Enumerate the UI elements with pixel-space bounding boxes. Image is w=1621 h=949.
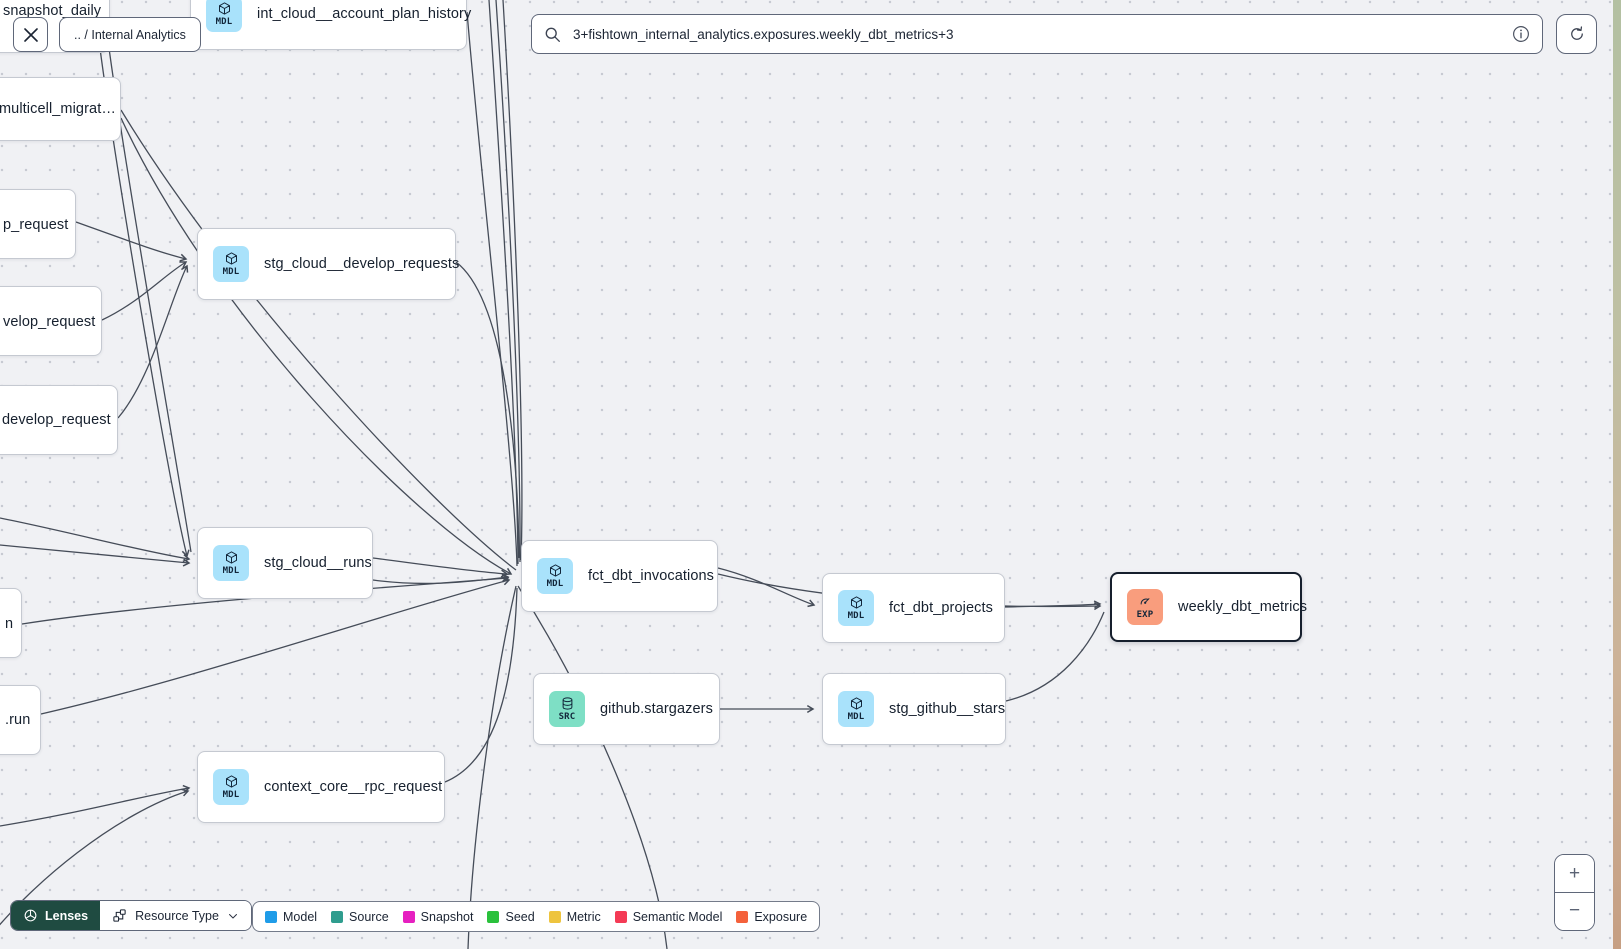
metric-swatch [548, 910, 561, 923]
zoom-in-button[interactable]: + [1555, 855, 1594, 893]
legend: Model Source Snapshot Seed Metric Semant… [252, 901, 821, 932]
node-develop-request[interactable]: develop_request [0, 385, 118, 455]
node-p-request[interactable]: p_request [0, 189, 76, 259]
node-velop-request[interactable]: velop_request [0, 286, 102, 356]
chevron-down-icon [228, 913, 237, 918]
legend-item-model: Model [265, 910, 317, 924]
model-badge: MDL [838, 590, 874, 626]
seed-swatch [487, 910, 500, 923]
node-weekly-dbt-metrics[interactable]: EXP weekly_dbt_metrics [1110, 572, 1307, 642]
legend-item-semantic-model: Semantic Model [614, 910, 722, 924]
plus-icon: + [1568, 862, 1581, 884]
resource-type-button[interactable]: Resource Type [100, 901, 251, 930]
close-icon [23, 27, 38, 42]
node-stg-cloud-runs[interactable]: MDL stg_cloud__runs [197, 527, 373, 599]
search-icon [545, 27, 560, 42]
legend-item-seed: Seed [487, 910, 535, 924]
legend-item-exposure: Exposure [736, 910, 807, 924]
resource-type-icon [113, 909, 126, 922]
info-icon[interactable] [1512, 25, 1530, 43]
refresh-icon [1570, 26, 1583, 40]
cube-icon [218, 2, 230, 15]
model-badge: MDL [213, 246, 249, 282]
cube-icon [549, 564, 561, 577]
exposure-badge: EXP [1127, 589, 1163, 625]
node-context-core-rpc-request[interactable]: MDL context_core__rpc_request [197, 751, 445, 823]
legend-item-source: Source [331, 910, 389, 924]
snapshot-swatch [402, 910, 415, 923]
model-badge: MDL [537, 558, 573, 594]
model-badge: MDL [213, 545, 249, 581]
cube-icon [225, 252, 237, 265]
zoom-controls: + − [1554, 854, 1595, 931]
source-swatch [331, 910, 344, 923]
gauge-icon [1140, 598, 1149, 605]
node-fct-dbt-invocations[interactable]: MDL fct_dbt_invocations [521, 540, 718, 612]
source-badge: SRC [549, 691, 585, 727]
node-stg-github-stars[interactable]: MDL stg_github__stars [822, 673, 1006, 745]
model-swatch [265, 910, 277, 923]
zoom-out-button[interactable]: − [1555, 892, 1594, 930]
minus-icon: − [1568, 900, 1581, 922]
search-bar [531, 14, 1543, 54]
cube-icon [225, 551, 237, 564]
node-int-cloud-account-plan-history[interactable]: MDL int_cloud__account_plan_history [190, 0, 471, 50]
exposure-swatch [736, 910, 749, 923]
node-stg-cloud-develop-requests[interactable]: MDL stg_cloud__develop_requests [197, 228, 459, 300]
legend-item-metric: Metric [548, 910, 601, 924]
model-badge: MDL [838, 691, 874, 727]
legend-item-snapshot: Snapshot [402, 910, 473, 924]
refresh-button[interactable] [1556, 14, 1597, 54]
node-github-stargazers[interactable]: SRC github.stargazers [533, 673, 720, 745]
node-run-fragment[interactable]: .run [0, 685, 41, 755]
node-n-fragment[interactable]: n [0, 588, 22, 658]
cube-icon [225, 775, 237, 788]
database-icon [562, 697, 572, 710]
lenses-button[interactable]: Lenses [11, 901, 101, 930]
close-button[interactable] [13, 17, 48, 52]
lens-control: Lenses Resource Type [10, 900, 252, 931]
desktop-background-strip [1613, 0, 1621, 949]
search-input[interactable] [571, 25, 1502, 43]
node-multicell-migration[interactable]: multicell_migrat… [0, 77, 121, 141]
node-fct-dbt-projects[interactable]: MDL fct_dbt_projects [822, 573, 1005, 643]
model-badge: MDL [213, 769, 249, 805]
divider [1555, 892, 1594, 893]
cube-icon [850, 697, 862, 710]
model-badge: MDL [206, 0, 242, 32]
lenses-icon [24, 909, 37, 922]
breadcrumb[interactable]: .. / Internal Analytics [59, 17, 201, 52]
semantic-model-swatch [614, 910, 627, 923]
cube-icon [850, 596, 862, 609]
